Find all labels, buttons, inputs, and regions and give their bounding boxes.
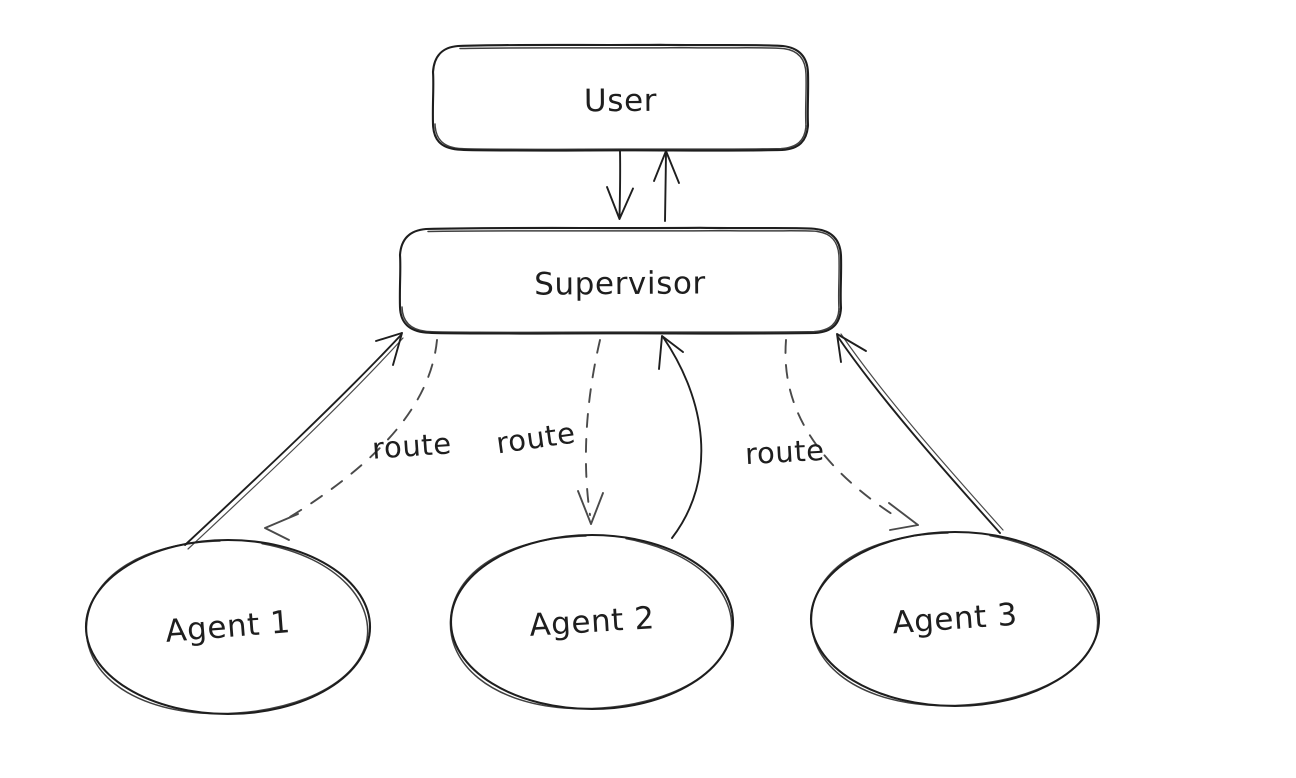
- user-box-outline: [431, 43, 810, 152]
- supervisor-to-user-arrowhead: [653, 150, 680, 184]
- node-label-user: User: [583, 82, 658, 120]
- edge-agent3-to-supervisor[interactable]: [836, 333, 1004, 534]
- user-to-supervisor-arrowhead: [606, 186, 634, 220]
- edge-label-route-agent1: route: [370, 426, 453, 466]
- user-box-outline-sketch2: [434, 123, 807, 151]
- supervisor-box-outline-sketch2: [401, 306, 840, 334]
- node-agent2[interactable]: [449, 533, 735, 711]
- agent2-ellipse-sketch: [449, 535, 733, 710]
- node-user[interactable]: [431, 43, 810, 152]
- edge-user-to-supervisor[interactable]: [606, 150, 634, 220]
- supervisor-to-agent2-arrowhead: [577, 490, 604, 525]
- user-box-outline-sketch: [459, 46, 807, 127]
- supervisor-box-outline-sketch: [427, 229, 840, 310]
- node-supervisor[interactable]: [398, 226, 843, 335]
- agent1-to-supervisor-arrowhead: [375, 332, 403, 366]
- agent3-to-supervisor-arrowhead: [836, 333, 867, 363]
- edge-supervisor-to-agent3[interactable]: [784, 339, 919, 531]
- agent3-ellipse-sketch: [810, 532, 1099, 707]
- supervisor-to-user-line: [664, 151, 667, 222]
- supervisor-to-agent3-line: [784, 339, 899, 519]
- edge-label-route-agent3: route: [744, 432, 826, 472]
- agent2-to-supervisor-line: [662, 336, 703, 539]
- agent1-to-supervisor-line-sketch: [187, 337, 404, 550]
- supervisor-box-outline: [398, 226, 843, 335]
- user-to-supervisor-line: [618, 150, 622, 218]
- node-label-supervisor: Supervisor: [534, 265, 706, 303]
- edge-supervisor-to-user[interactable]: [653, 150, 680, 222]
- supervisor-to-agent2-line: [584, 339, 601, 516]
- node-agent1[interactable]: [84, 538, 372, 716]
- agent3-to-supervisor-line: [837, 336, 1001, 534]
- agent3-to-supervisor-line-sketch: [840, 333, 1004, 531]
- edge-supervisor-to-agent1[interactable]: [264, 339, 438, 541]
- edge-supervisor-to-agent2[interactable]: [577, 339, 604, 525]
- edge-agent1-to-supervisor[interactable]: [184, 332, 404, 550]
- agent1-to-supervisor-line: [184, 334, 402, 546]
- edge-agent2-to-supervisor[interactable]: [658, 335, 703, 539]
- agent1-ellipse-sketch: [85, 540, 369, 715]
- node-agent3[interactable]: [809, 530, 1101, 708]
- agent2-to-supervisor-arrowhead: [658, 335, 684, 370]
- supervisor-to-agent3-arrowhead: [888, 502, 919, 531]
- supervisor-to-agent1-arrowhead: [264, 513, 299, 541]
